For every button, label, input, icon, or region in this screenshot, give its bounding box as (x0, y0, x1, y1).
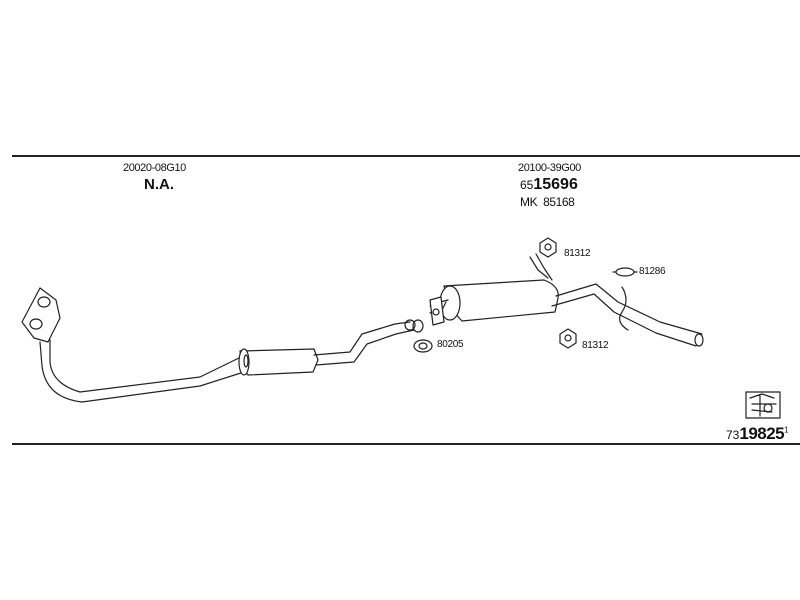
rear-code-prefix: 65 (520, 178, 534, 192)
muffler-bracket (529, 253, 553, 281)
front-flange (21, 287, 61, 343)
callout-bracket-bottom: 81312 (582, 340, 609, 351)
diagram-ref-prefix: 73 (726, 428, 740, 442)
rear-code: 6515696 (520, 176, 578, 194)
middle-resonator (238, 348, 319, 376)
front-pipe (39, 339, 245, 403)
front-status: N.A. (144, 176, 174, 193)
diagram-ref-main: 19825 (739, 424, 785, 443)
hanger-ring-icon (612, 267, 638, 277)
rear-mk: MK 85168 (520, 195, 575, 209)
intermediate-pipe (313, 319, 424, 366)
callout-gasket: 80205 (437, 339, 464, 350)
top-rule (12, 155, 800, 157)
gasket-icon (413, 339, 433, 353)
rear-mk-number: 85168 (543, 195, 575, 209)
front-part-number: 20020-08G10 (123, 162, 186, 174)
diagram-ref-suffix: 1 (784, 425, 789, 435)
callout-hanger: 81286 (639, 266, 666, 277)
tail-pipe (551, 283, 704, 347)
bottom-rule (12, 443, 800, 445)
rear-part-number: 20100-39G00 (518, 162, 581, 174)
diagram-reference: 73198251 (726, 424, 789, 444)
reference-symbol-icon (745, 391, 781, 419)
rear-mk-label: MK (520, 195, 538, 209)
rear-code-main: 15696 (533, 176, 578, 193)
rear-muffler (429, 279, 559, 326)
bracket-icon (559, 328, 577, 349)
callout-bracket-top: 81312 (564, 248, 591, 259)
bracket-icon (539, 237, 557, 258)
